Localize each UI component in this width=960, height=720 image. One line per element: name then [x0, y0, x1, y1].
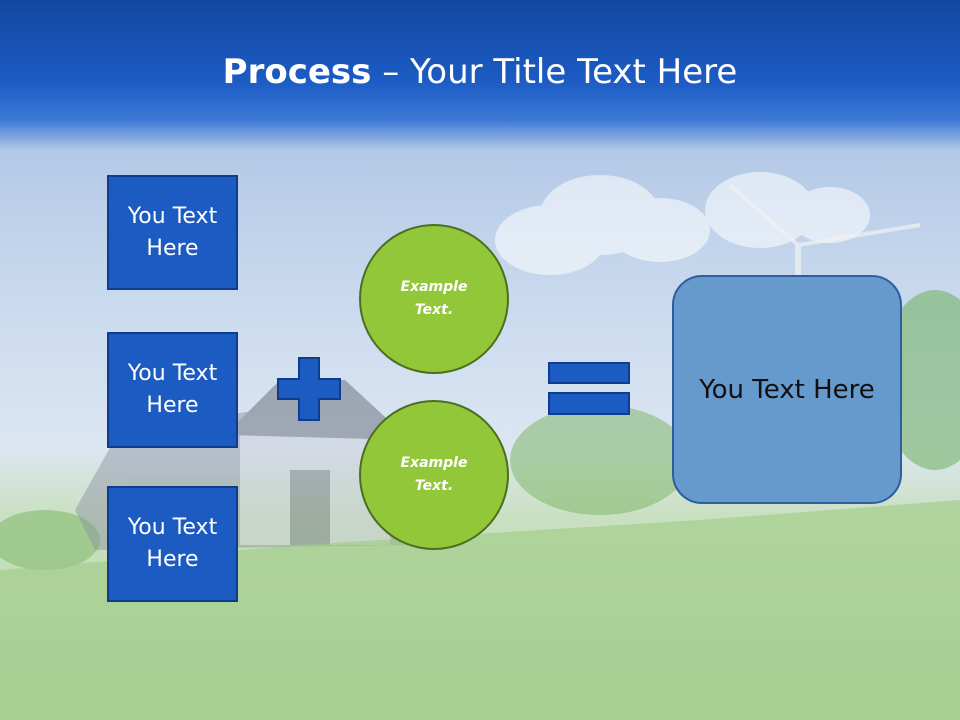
title-bar	[0, 0, 960, 150]
slide-title: Process – Your Title Text Here	[0, 52, 960, 92]
example-circle-2: Example Text.	[359, 400, 509, 550]
title-bold-part: Process	[222, 52, 372, 92]
example-circle-1-label: Example Text.	[400, 279, 468, 318]
result-box-label: You Text Here	[699, 374, 875, 405]
example-circle-1: Example Text.	[359, 224, 509, 374]
equals-icon	[548, 362, 630, 415]
input-box-1: You Text Here	[107, 175, 238, 290]
title-separator: –	[371, 52, 411, 92]
example-circle-2-label: Example Text.	[400, 455, 468, 494]
input-box-2-label: You Text Here	[127, 361, 218, 418]
title-rest-part: Your Title Text Here	[410, 52, 738, 92]
result-box: You Text Here	[672, 275, 902, 504]
input-box-2: You Text Here	[107, 332, 238, 448]
input-box-3: You Text Here	[107, 486, 238, 602]
input-box-1-label: You Text Here	[127, 203, 218, 261]
plus-icon	[277, 357, 341, 421]
input-box-3-label: You Text Here	[127, 515, 218, 572]
